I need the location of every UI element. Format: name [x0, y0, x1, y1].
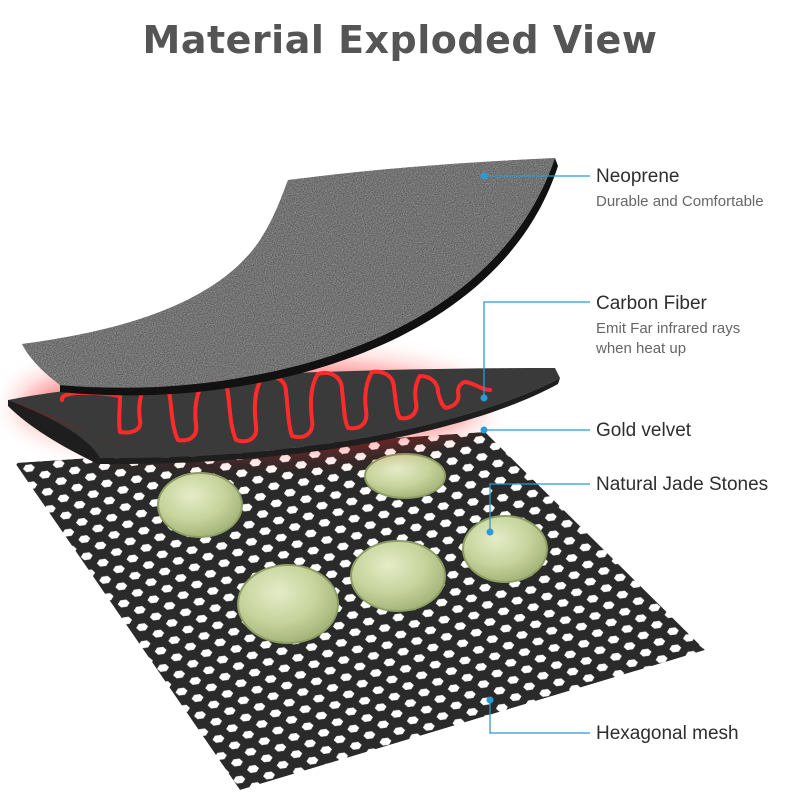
jade-stone [462, 515, 548, 583]
label-carbon-fiber: Carbon Fiber Emit Far infrared rays when… [596, 292, 740, 358]
jade-stone [237, 564, 339, 644]
layer-name: Neoprene [596, 166, 680, 187]
callout-line-jade [489, 483, 590, 532]
jade-stones [157, 453, 548, 644]
layer-description: Durable and Comfortable [596, 193, 764, 210]
neoprene-layer [22, 158, 558, 396]
callout-dot [480, 172, 488, 180]
diagram-title: Material Exploded View [142, 18, 658, 62]
label-hexagonal-mesh: Hexagonal mesh [596, 722, 739, 746]
layer-description: Emit Far infrared rays [596, 320, 741, 337]
layer-name: Natural Jade Stones [596, 474, 769, 495]
callout-dot [480, 394, 488, 402]
jade-stone [157, 472, 243, 538]
jade-stone [350, 540, 446, 612]
label-gold-velvet: Gold velvet [596, 419, 691, 443]
callout-dot [486, 528, 494, 536]
callout-line-mesh [489, 700, 590, 734]
callout-dot [486, 696, 494, 704]
jade-stone [364, 453, 446, 499]
callout-dots [480, 172, 494, 704]
callout-dot [480, 426, 488, 434]
layer-name: Hexagonal mesh [596, 723, 739, 744]
label-neoprene: Neoprene Durable and Comfortable [596, 165, 764, 211]
layer-name: Gold velvet [596, 420, 692, 441]
callout-lines [483, 175, 590, 734]
layer-name: Carbon Fiber [596, 293, 707, 314]
layer-description: when heat up [596, 340, 687, 357]
callout-line-carbon [483, 301, 590, 398]
label-jade-stones: Natural Jade Stones [596, 473, 768, 497]
